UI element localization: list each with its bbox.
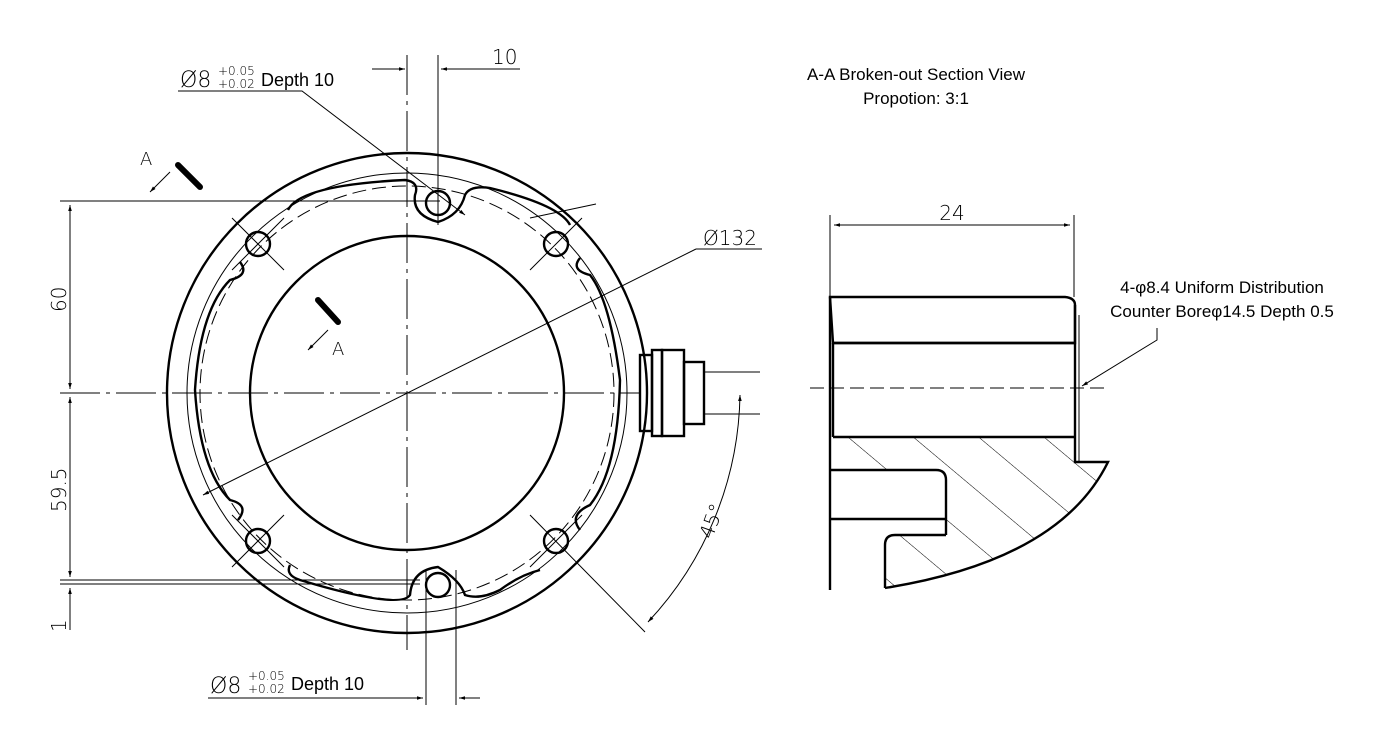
top-hole-symbol: Ø8 bbox=[180, 68, 211, 93]
bolt-hole bbox=[244, 527, 272, 555]
dim-top-width: 10 bbox=[492, 45, 517, 69]
bolt-holes bbox=[231, 189, 646, 633]
cable-connector bbox=[638, 348, 760, 438]
hole-note-line1: 4-φ8.4 Uniform Distribution bbox=[1120, 278, 1324, 297]
dim-angle: 45° bbox=[694, 500, 729, 542]
section-view: A-A Broken-out Section View Propotion: 3… bbox=[807, 65, 1334, 590]
bolt-hole bbox=[424, 571, 452, 599]
top-hole-depth: Depth 10 bbox=[261, 70, 334, 90]
bolt-hole bbox=[542, 230, 570, 258]
top-hole-tol-upper: +0.05 bbox=[218, 64, 255, 78]
section-mark-inner: A bbox=[332, 339, 344, 360]
bottom-hole-depth: Depth 10 bbox=[291, 674, 364, 694]
bolt-hole bbox=[244, 230, 272, 258]
bottom-hole-tol-upper: +0.05 bbox=[248, 669, 285, 683]
dim-diameter: Ø132 bbox=[703, 226, 757, 250]
top-hole-tol-lower: +0.02 bbox=[218, 77, 255, 91]
section-dim-width: 24 bbox=[939, 201, 964, 225]
section-scale: Propotion: 3:1 bbox=[863, 89, 969, 108]
bottom-hole-tol-lower: +0.02 bbox=[248, 682, 285, 696]
bolt-hole bbox=[542, 527, 570, 555]
dim-upper-height: 60 bbox=[47, 287, 71, 312]
dim-lower-height: 59.5 bbox=[47, 467, 71, 512]
front-view: Ø8 +0.05 +0.02 Depth 10 Ø8 +0.05 +0.02 D… bbox=[47, 45, 762, 705]
section-title: A-A Broken-out Section View bbox=[807, 65, 1026, 84]
section-mark-top: A bbox=[140, 149, 152, 170]
bottom-hole-symbol: Ø8 bbox=[210, 674, 241, 699]
dim-bottom-offset: 1 bbox=[47, 619, 71, 632]
hole-note-line2: Counter Boreφ14.5 Depth 0.5 bbox=[1110, 302, 1334, 321]
